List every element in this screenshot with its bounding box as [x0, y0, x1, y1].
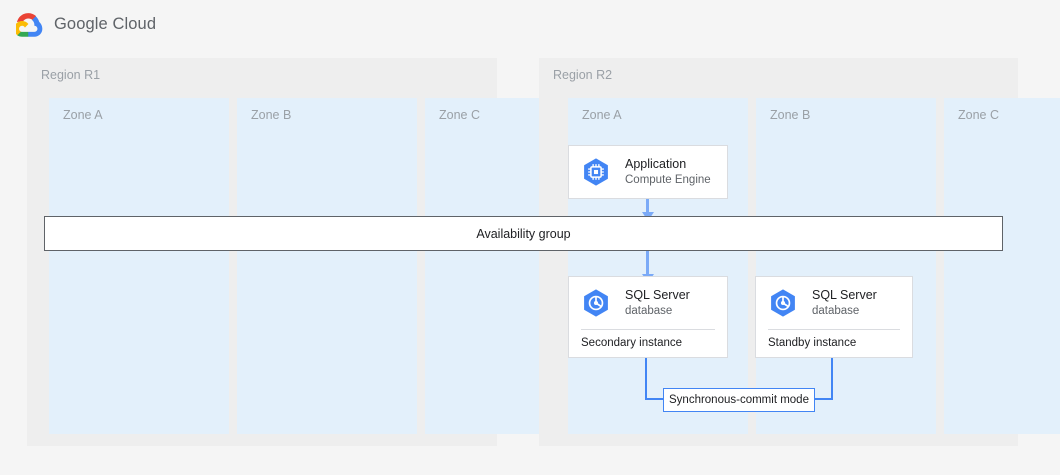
node-card-sql-standby[interactable]: SQL Server database Standby instance	[755, 276, 913, 358]
availability-group-bar: Availability group	[44, 216, 1003, 251]
zone-box-r2-c: Zone C	[944, 98, 1060, 434]
node-subtitle: database	[812, 304, 860, 317]
synchronous-commit-mode-label: Synchronous-commit mode	[663, 388, 815, 412]
node-subtitle: database	[625, 304, 673, 317]
sql-server-icon	[766, 286, 800, 320]
node-card-application[interactable]: Application Compute Engine	[568, 145, 728, 199]
node-subtitle: Compute Engine	[625, 173, 711, 186]
google-cloud-wordmark: Google Cloud	[54, 14, 157, 33]
connector-segment-down	[645, 327, 647, 400]
sql-server-icon	[579, 286, 613, 320]
region-label-r1: Region R1	[41, 68, 101, 82]
connector-line	[646, 189, 649, 214]
node-title: SQL Server	[812, 288, 877, 303]
node-card-sql-secondary[interactable]: SQL Server database Secondary instance	[568, 276, 728, 358]
synchronous-commit-mode-text: Synchronous-commit mode	[669, 394, 809, 406]
app-header: Google Cloud	[0, 0, 1060, 48]
zone-label-r2-c: Zone C	[958, 108, 999, 122]
card-text-block: SQL Server database	[812, 288, 877, 317]
node-footer: Secondary instance	[581, 337, 683, 349]
zone-label-r1-b: Zone B	[251, 108, 292, 122]
connector-line	[646, 251, 649, 276]
card-divider	[581, 329, 715, 330]
card-main-row: SQL Server database	[756, 277, 912, 329]
card-main-row: SQL Server database	[569, 277, 727, 329]
card-divider	[768, 329, 900, 330]
availability-group-label: Availability group	[476, 226, 571, 241]
zone-box-r2-b: Zone B	[756, 98, 936, 434]
region-panel-r2: Region R2 Zone A Zone B Zone C	[539, 58, 1060, 446]
node-footer: Standby instance	[768, 337, 857, 349]
zone-box-r1-b: Zone B	[237, 98, 417, 434]
region-label-r2: Region R2	[553, 68, 613, 82]
zone-label-r2-a: Zone A	[582, 108, 622, 122]
architecture-diagram: Region R1 Zone A Zone B Zone C Region R2…	[0, 48, 1060, 475]
zone-box-r1-a: Zone A	[49, 98, 229, 434]
connector-segment-up	[831, 343, 833, 400]
card-text-block: SQL Server database	[625, 288, 690, 317]
node-title: Application	[625, 157, 687, 172]
card-text-block: Application Compute Engine	[625, 157, 711, 186]
google-cloud-logo-icon	[16, 10, 44, 38]
card-main-row: Application Compute Engine	[569, 146, 727, 198]
zone-label-r1-c: Zone C	[439, 108, 480, 122]
zone-label-r1-a: Zone A	[63, 108, 103, 122]
compute-engine-icon	[579, 155, 613, 189]
region-panel-r1: Region R1 Zone A Zone B Zone C	[27, 58, 605, 446]
zone-label-r2-b: Zone B	[770, 108, 811, 122]
node-title: SQL Server	[625, 288, 690, 303]
